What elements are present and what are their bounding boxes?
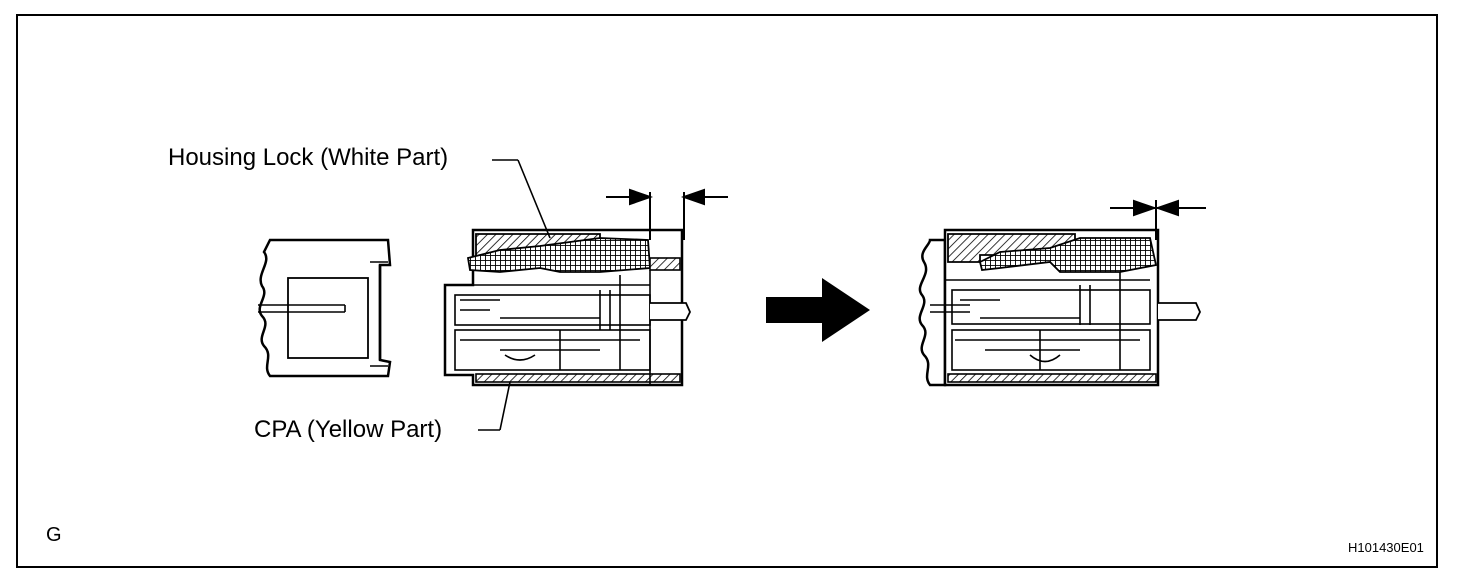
leader-housing-lock (492, 159, 551, 239)
cpa-label: CPA (Yellow Part) (254, 416, 443, 443)
clearance-dimension-unlocked (606, 188, 728, 240)
housing-lock-label: Housing Lock (White Part) (168, 144, 449, 171)
mating-connector-left (258, 238, 392, 378)
direction-arrow (766, 278, 870, 342)
figure-frame (16, 14, 1438, 568)
figure-id: H101430E01 (1348, 540, 1424, 555)
clearance-dimension-locked (1110, 199, 1206, 240)
corner-code: G (46, 524, 62, 546)
connector-unlocked (443, 228, 691, 387)
leader-cpa (478, 381, 511, 431)
connector-locked (918, 228, 1201, 387)
